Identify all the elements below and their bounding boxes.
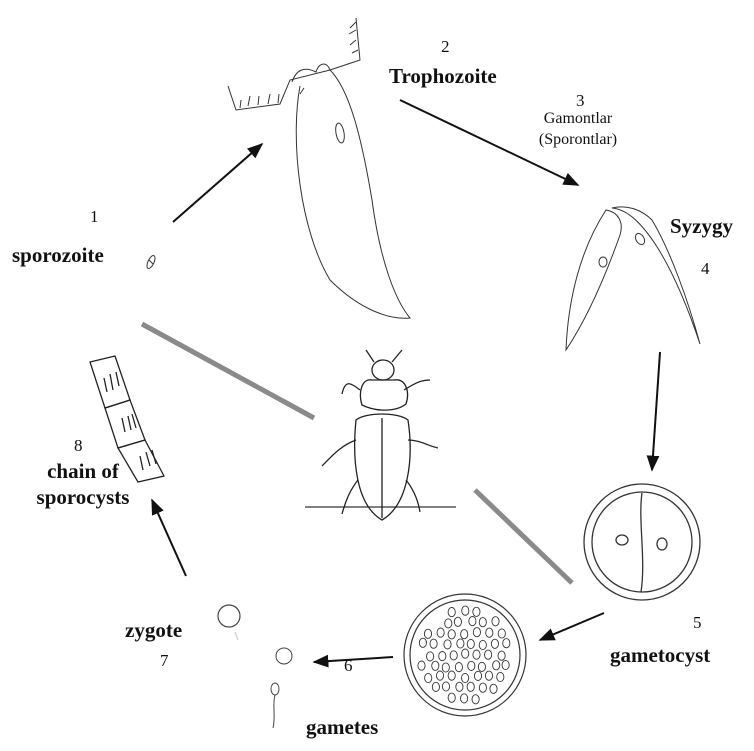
gamete-dot [419,638,426,647]
gamete-dot [485,650,492,659]
stage-5-name: gametocyst [610,645,710,666]
gamete-dot [439,652,446,661]
gamete-dot [472,695,479,704]
stage-4-number: 4 [701,260,710,277]
gamete-dot [473,607,480,616]
gamete-dot [473,628,480,637]
gamete-dot [448,608,455,617]
gamete-dot [456,682,463,691]
gamete-dot [442,663,449,672]
connector-line-left [142,324,314,418]
connector-line-right [475,490,572,583]
gamete-dot [497,672,504,681]
trophozoite-drawing [228,18,410,318]
arrow-cyst-to-gametes [314,657,393,662]
stage-2-number: 2 [441,38,450,55]
stage-1-number: 1 [90,208,99,225]
mature-cyst-drawing [404,594,526,716]
gamete-dot [485,671,492,680]
stage-3-line2: (Sporontlar) [523,132,633,148]
gamete-dot [448,630,455,639]
gamete-dot [479,640,486,649]
gamete-dot [469,617,476,626]
gamete-dot [455,663,462,672]
stage-8-line1: chain of [8,461,158,482]
gamete-dot [448,671,455,680]
gamete-dot [436,671,443,680]
stage-7-number: 7 [160,652,169,669]
gamete-dot [492,617,499,626]
gamete-dot [461,694,468,703]
gamete-dot [418,661,425,670]
gamete-dot [479,683,486,692]
arrow-syzygy-to-gametocyst [652,352,660,470]
gamete-dot [473,650,480,659]
gamete-dot [427,652,434,661]
gametes-drawing [271,648,292,728]
gamete-dot [498,651,505,660]
gamete-dot [432,682,439,691]
gamete-dot [498,629,505,638]
gamete-dot [462,673,469,682]
stage-7-name: zygote [125,620,182,641]
gamete-dot [461,630,468,639]
gamete-dot [503,639,510,648]
arrow-zygote-to-sporocysts [152,500,186,576]
gamete-dot [444,640,451,649]
gamete-dot [478,662,485,671]
stage-6-number: 6 [344,657,353,674]
gamete-dot [437,628,444,637]
gamete-dot [467,682,474,691]
gamete-dot [450,651,457,660]
stage-2-name: Trophozoite [389,66,497,87]
stage-1-name: sporozoite [12,245,104,266]
gamete-dot [468,661,475,670]
gamete-dot [474,671,481,680]
gamete-dot [425,673,432,682]
zygote-drawing [218,605,240,640]
gamete-dot [430,639,437,648]
arrow-sporozoite-to-trophozoite [173,144,262,222]
gamete-dot [479,618,486,627]
gamete-dot [490,684,497,693]
gamete-dot [432,661,439,670]
stage-8-number: 8 [74,437,83,454]
gamete-dot [502,660,509,669]
arrow-gametocyst-to-mature-cyst [540,613,604,640]
stage-3-line1: Gamontlar [523,111,633,127]
gamete-dot [491,639,498,648]
stage-4-name: Syzygy [670,216,733,237]
gamete-dot [462,649,469,658]
stage-6-name: gametes [306,717,378,738]
gametocyst-drawing [584,484,700,600]
stage-5-number: 5 [693,614,702,631]
stage-8-line2: sporocysts [8,487,158,508]
gamete-dot [486,628,493,637]
gamete-dot [467,639,474,648]
gamete-dot [493,661,500,670]
gamete-dot [448,693,455,702]
stage-3-number: 3 [576,92,585,109]
gamete-dot [445,619,452,628]
gamete-dot [457,639,464,648]
gamete-dot [424,629,431,638]
gamete-dot [462,606,469,615]
gamete-dot [442,682,449,691]
sporozoite-drawing [145,254,156,269]
gamete-dot [454,617,461,626]
beetle-drawing [305,350,456,520]
